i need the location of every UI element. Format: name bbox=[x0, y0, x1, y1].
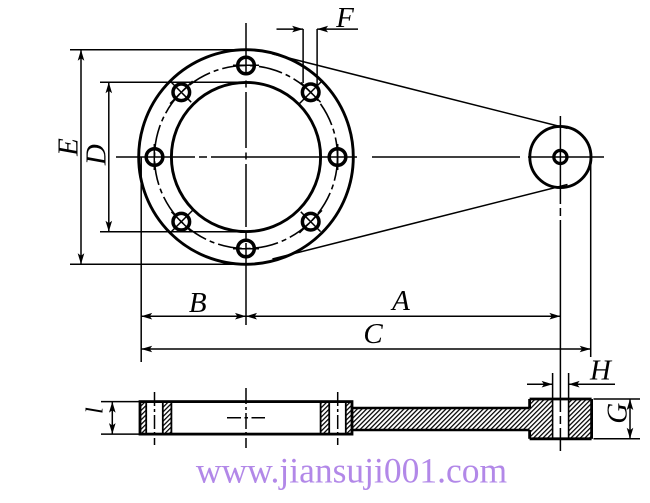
svg-text:A: A bbox=[390, 285, 410, 317]
svg-text:www.jiansuji001.com: www.jiansuji001.com bbox=[196, 451, 508, 491]
svg-text:C: C bbox=[363, 318, 383, 350]
svg-text:B: B bbox=[189, 287, 207, 319]
svg-text:H: H bbox=[589, 355, 613, 387]
svg-text:F: F bbox=[335, 2, 354, 34]
svg-text:E: E bbox=[53, 138, 85, 157]
svg-text:G: G bbox=[602, 403, 634, 424]
svg-text:D: D bbox=[81, 144, 113, 166]
svg-text:l: l bbox=[83, 407, 109, 414]
